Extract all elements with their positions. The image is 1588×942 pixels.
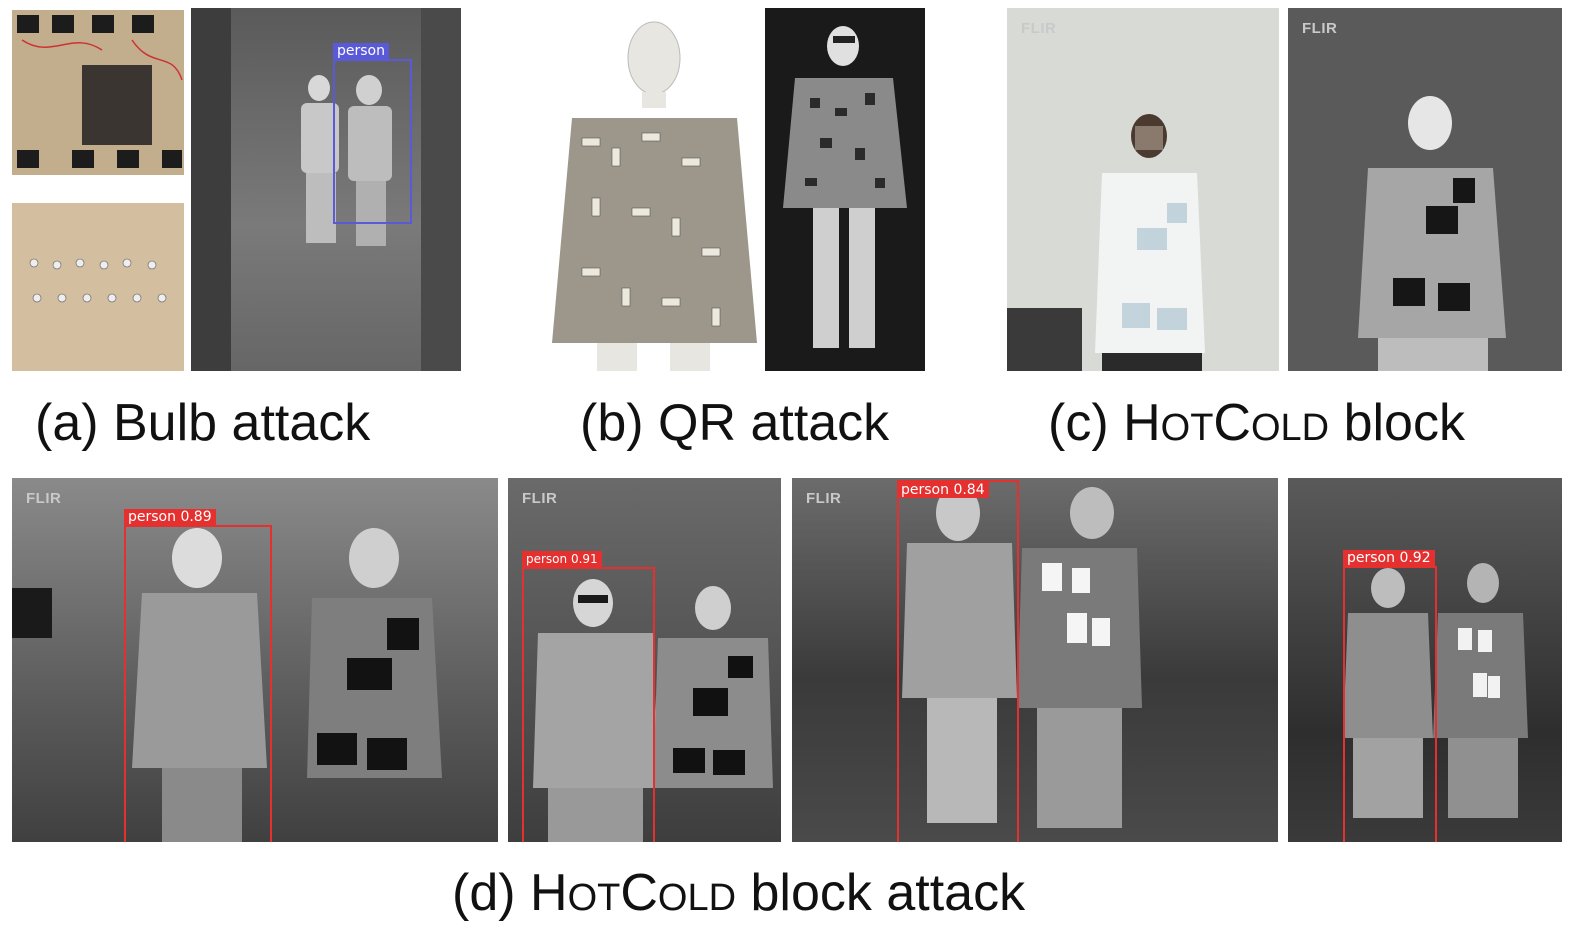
frame-4-scene-illustration [1343, 563, 1528, 818]
flir-logo: FLIR [1021, 20, 1057, 37]
detection-box: person [333, 43, 412, 224]
bulb-board-illustration [12, 10, 184, 175]
detection-box: person 0.91 [522, 551, 655, 842]
detection-box: person 0.89 [124, 509, 272, 842]
hotcold-attack-frame-4: person 0.92 [1288, 478, 1562, 842]
caption-d-part: (d) H [452, 864, 568, 922]
flir-logo: FLIR [1302, 20, 1338, 37]
hotcold-thermal-person-illustration [1358, 96, 1506, 371]
frame-1-scene-illustration [12, 528, 442, 842]
qr-thermal-person-illustration [783, 26, 907, 348]
hotcold-attack-frame-1: FLIR person 0.89 [12, 478, 498, 842]
caption-c-part: (c) H [1048, 394, 1161, 452]
detection-label: person 0.89 [124, 509, 216, 525]
hotcold-visible-photo: FLIR [1007, 8, 1279, 371]
caption-d-smallcaps: OT [567, 877, 621, 919]
bulb-board-photo-bottom [12, 203, 184, 371]
caption-a: (a) Bulb attack [35, 394, 371, 452]
detection-box: person 0.84 [897, 480, 1019, 842]
bulb-grid-illustration [12, 203, 184, 371]
flir-logo: FLIR [522, 490, 558, 507]
caption-c-part: C [1213, 394, 1251, 452]
caption-c-smallcaps: OLD [1250, 407, 1330, 449]
hotcold-thermal-frame: FLIR [1288, 8, 1562, 371]
caption-d-part: block attack [736, 864, 1026, 922]
qr-attack-thermal-frame [765, 8, 925, 371]
caption-d-part: C [620, 864, 658, 922]
caption-d-smallcaps: OLD [657, 877, 737, 919]
bulb-attack-thermal-frame: person [191, 8, 461, 371]
bulb-scene-illustration [191, 8, 461, 371]
mannequin-illustration [552, 21, 757, 371]
hotcold-attack-frame-2: FLIR person 0.91 [508, 478, 781, 842]
caption-b: (b) QR attack [580, 394, 890, 452]
hotcold-visible-person-illustration [1007, 114, 1205, 371]
frame-3-scene-illustration [902, 485, 1142, 828]
detection-label: person 0.84 [897, 482, 989, 498]
bulb-board-photo-top [12, 10, 184, 175]
qr-shirt-mannequin-photo [552, 8, 757, 371]
flir-logo: FLIR [806, 490, 842, 507]
caption-d: (d) HOTCOLD block attack [452, 863, 1025, 928]
detection-box: person 0.92 [1343, 550, 1437, 842]
hotcold-attack-frame-3: FLIR person 0.84 [792, 478, 1278, 842]
caption-c: (c) HOTCOLD block [1048, 393, 1465, 458]
frame-2-scene-illustration [533, 579, 773, 842]
flir-logo: FLIR [26, 490, 62, 507]
caption-c-smallcaps: OT [1160, 407, 1214, 449]
caption-c-part: block [1329, 394, 1465, 452]
detection-label: person 0.92 [1343, 550, 1435, 566]
detection-label: person [333, 43, 389, 59]
detection-label: person 0.91 [522, 551, 602, 567]
